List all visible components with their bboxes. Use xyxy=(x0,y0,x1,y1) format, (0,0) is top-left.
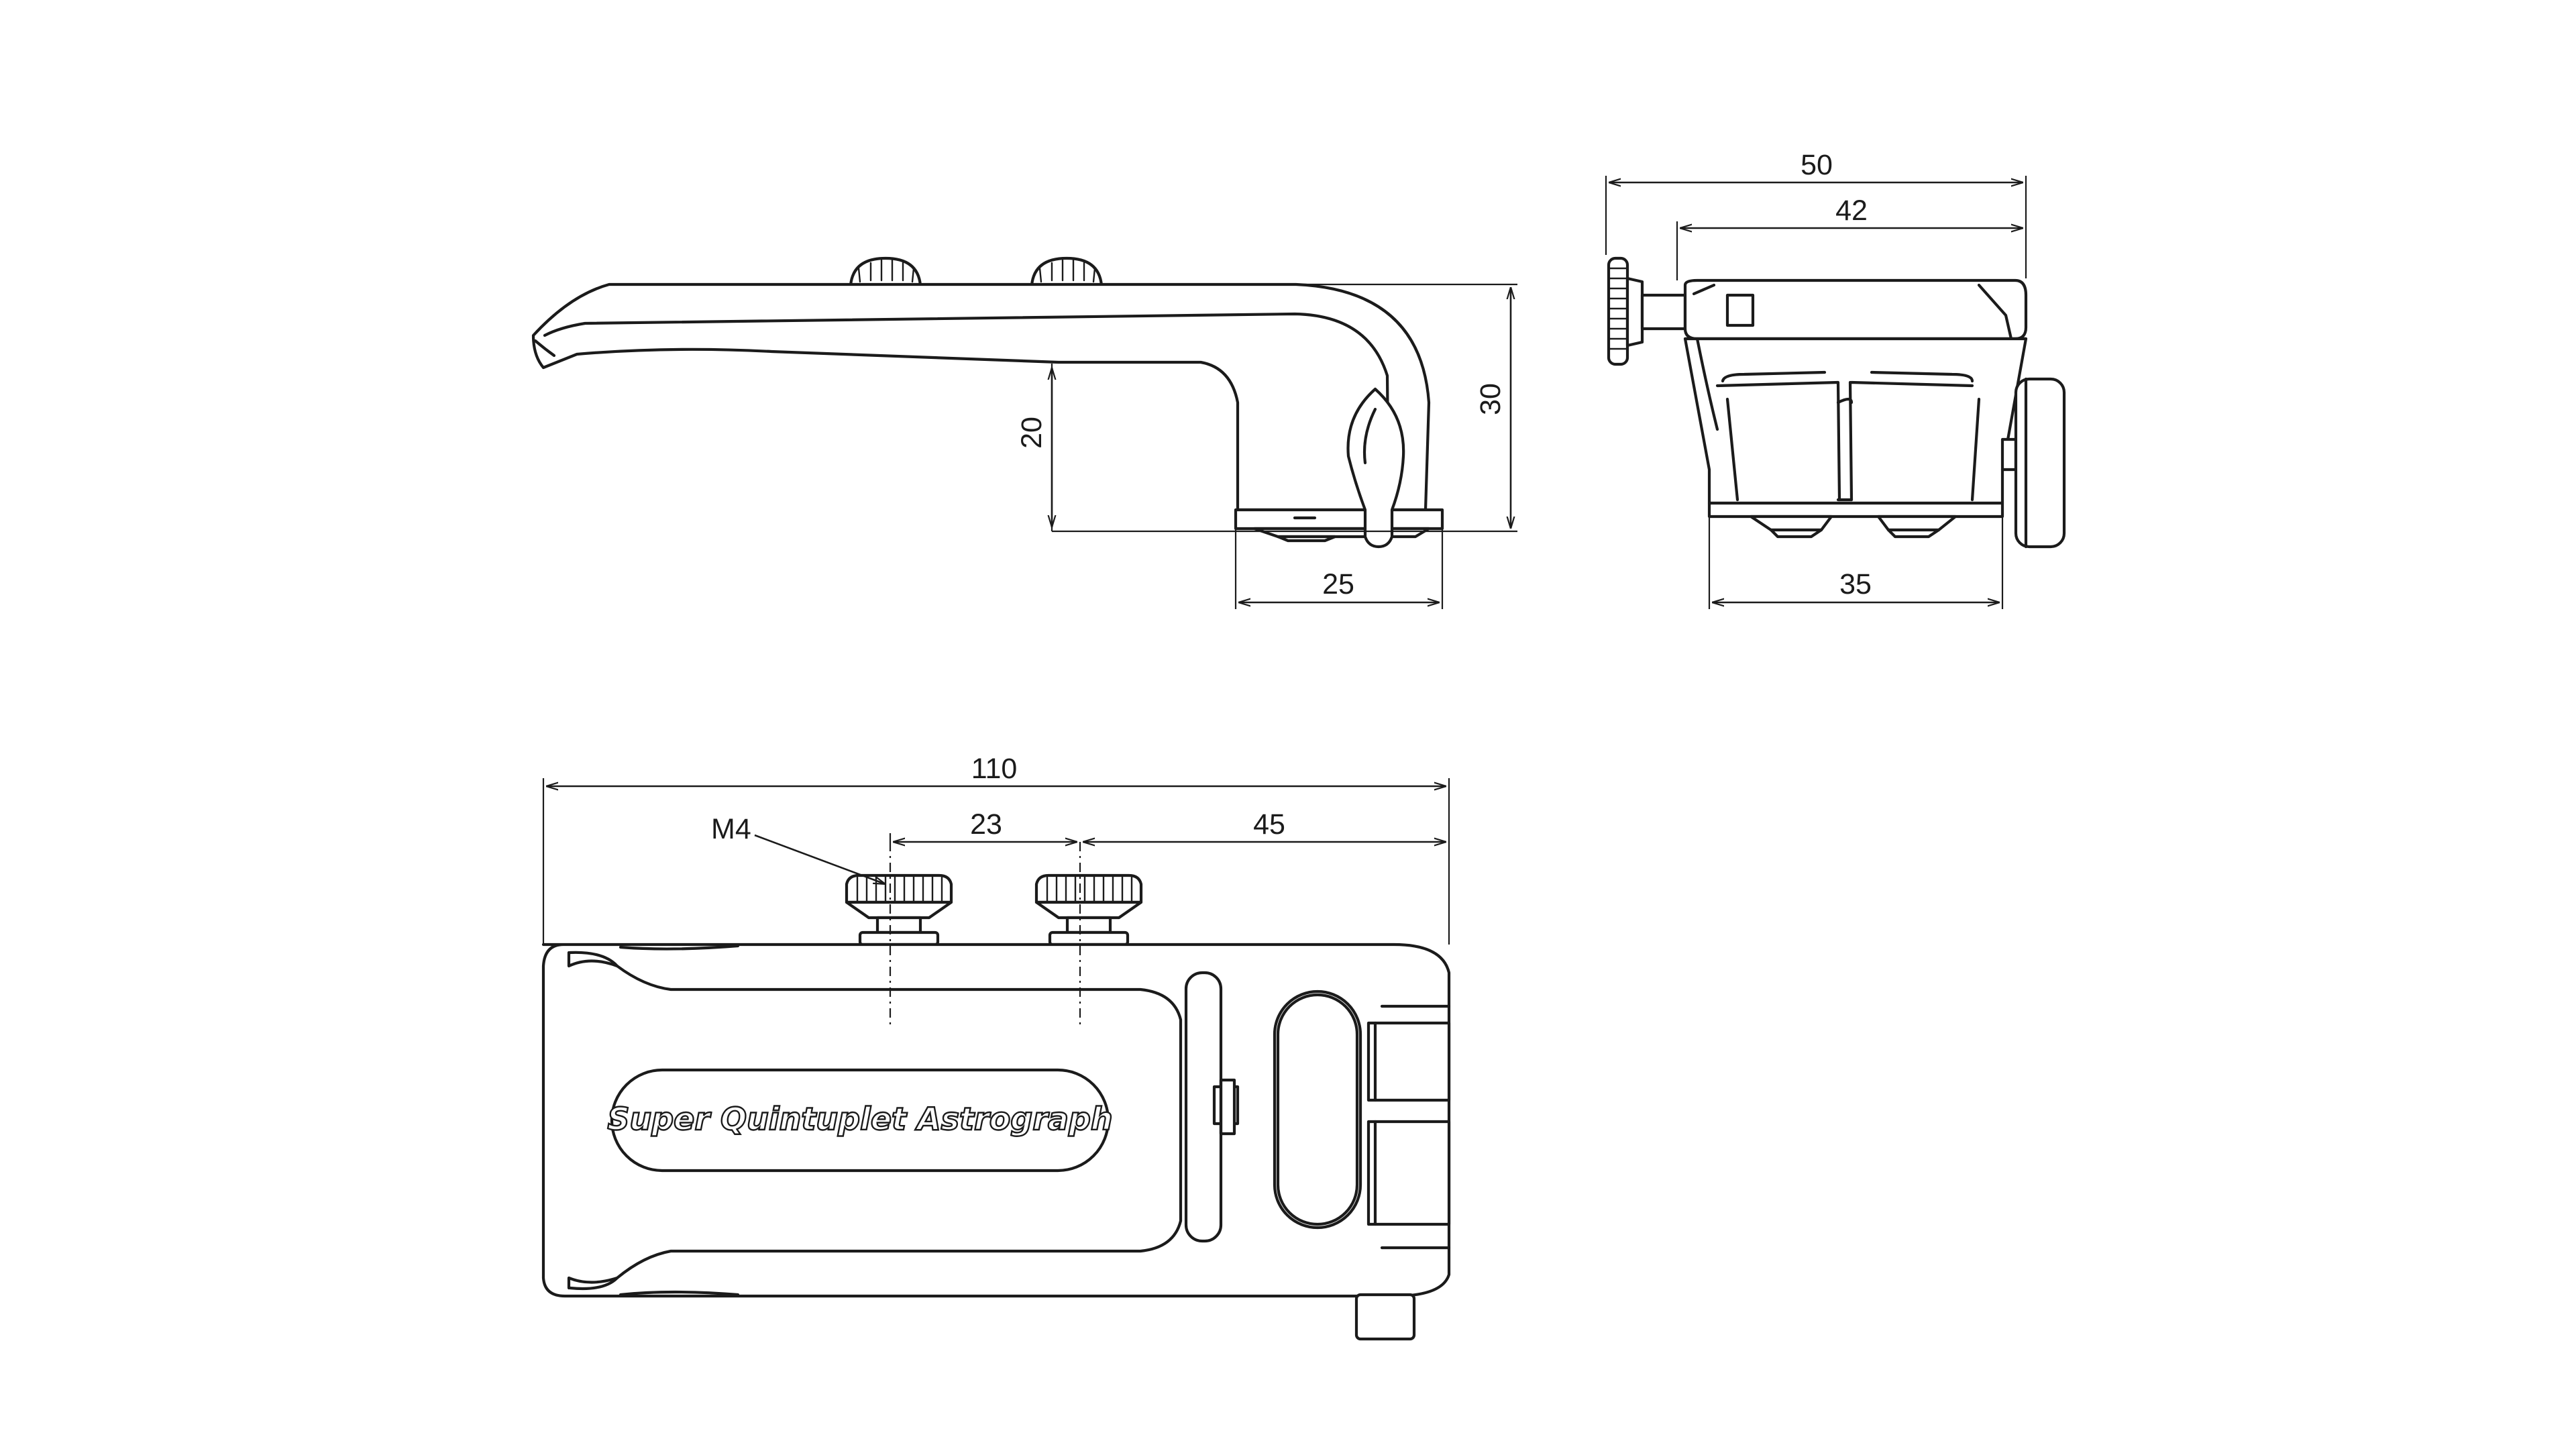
side-knob-right xyxy=(1030,256,1104,287)
front-knob-right xyxy=(2000,377,2066,549)
dim-top-screw-offset: 45 xyxy=(1253,808,1285,841)
dim-front-base-width: 35 xyxy=(1839,568,1872,600)
side-bracket-body xyxy=(531,282,1431,512)
callout-m4: M4 xyxy=(711,813,751,845)
top-view: Super Quintuplet Astrograph 110 23 45 M4 xyxy=(541,753,1451,1341)
top-bottom-tab xyxy=(1354,1293,1416,1341)
front-view: 50 42 35 xyxy=(1605,149,2066,609)
side-knob-left xyxy=(849,256,922,287)
dim-side-base-width: 25 xyxy=(1322,568,1354,600)
dim-side-inner-height: 20 xyxy=(1016,417,1048,449)
dim-top-total-length: 110 xyxy=(971,753,1018,785)
dim-front-top-width: 42 xyxy=(1835,195,1868,227)
side-base-foot xyxy=(1234,508,1444,531)
product-logo: Super Quintuplet Astrograph xyxy=(607,1101,1112,1137)
front-base-foot xyxy=(1707,501,2004,519)
front-knob-left xyxy=(1607,256,1687,366)
dim-top-screw-spacing: 23 xyxy=(970,808,1002,841)
side-view: 20 30 25 xyxy=(531,256,1517,609)
top-logo-plate xyxy=(610,1068,1110,1173)
dim-front-total-width: 50 xyxy=(1801,149,1833,181)
dim-side-total-height: 30 xyxy=(1474,383,1507,415)
top-slot-oval xyxy=(1273,989,1362,1230)
side-locking-lever xyxy=(1346,387,1405,549)
